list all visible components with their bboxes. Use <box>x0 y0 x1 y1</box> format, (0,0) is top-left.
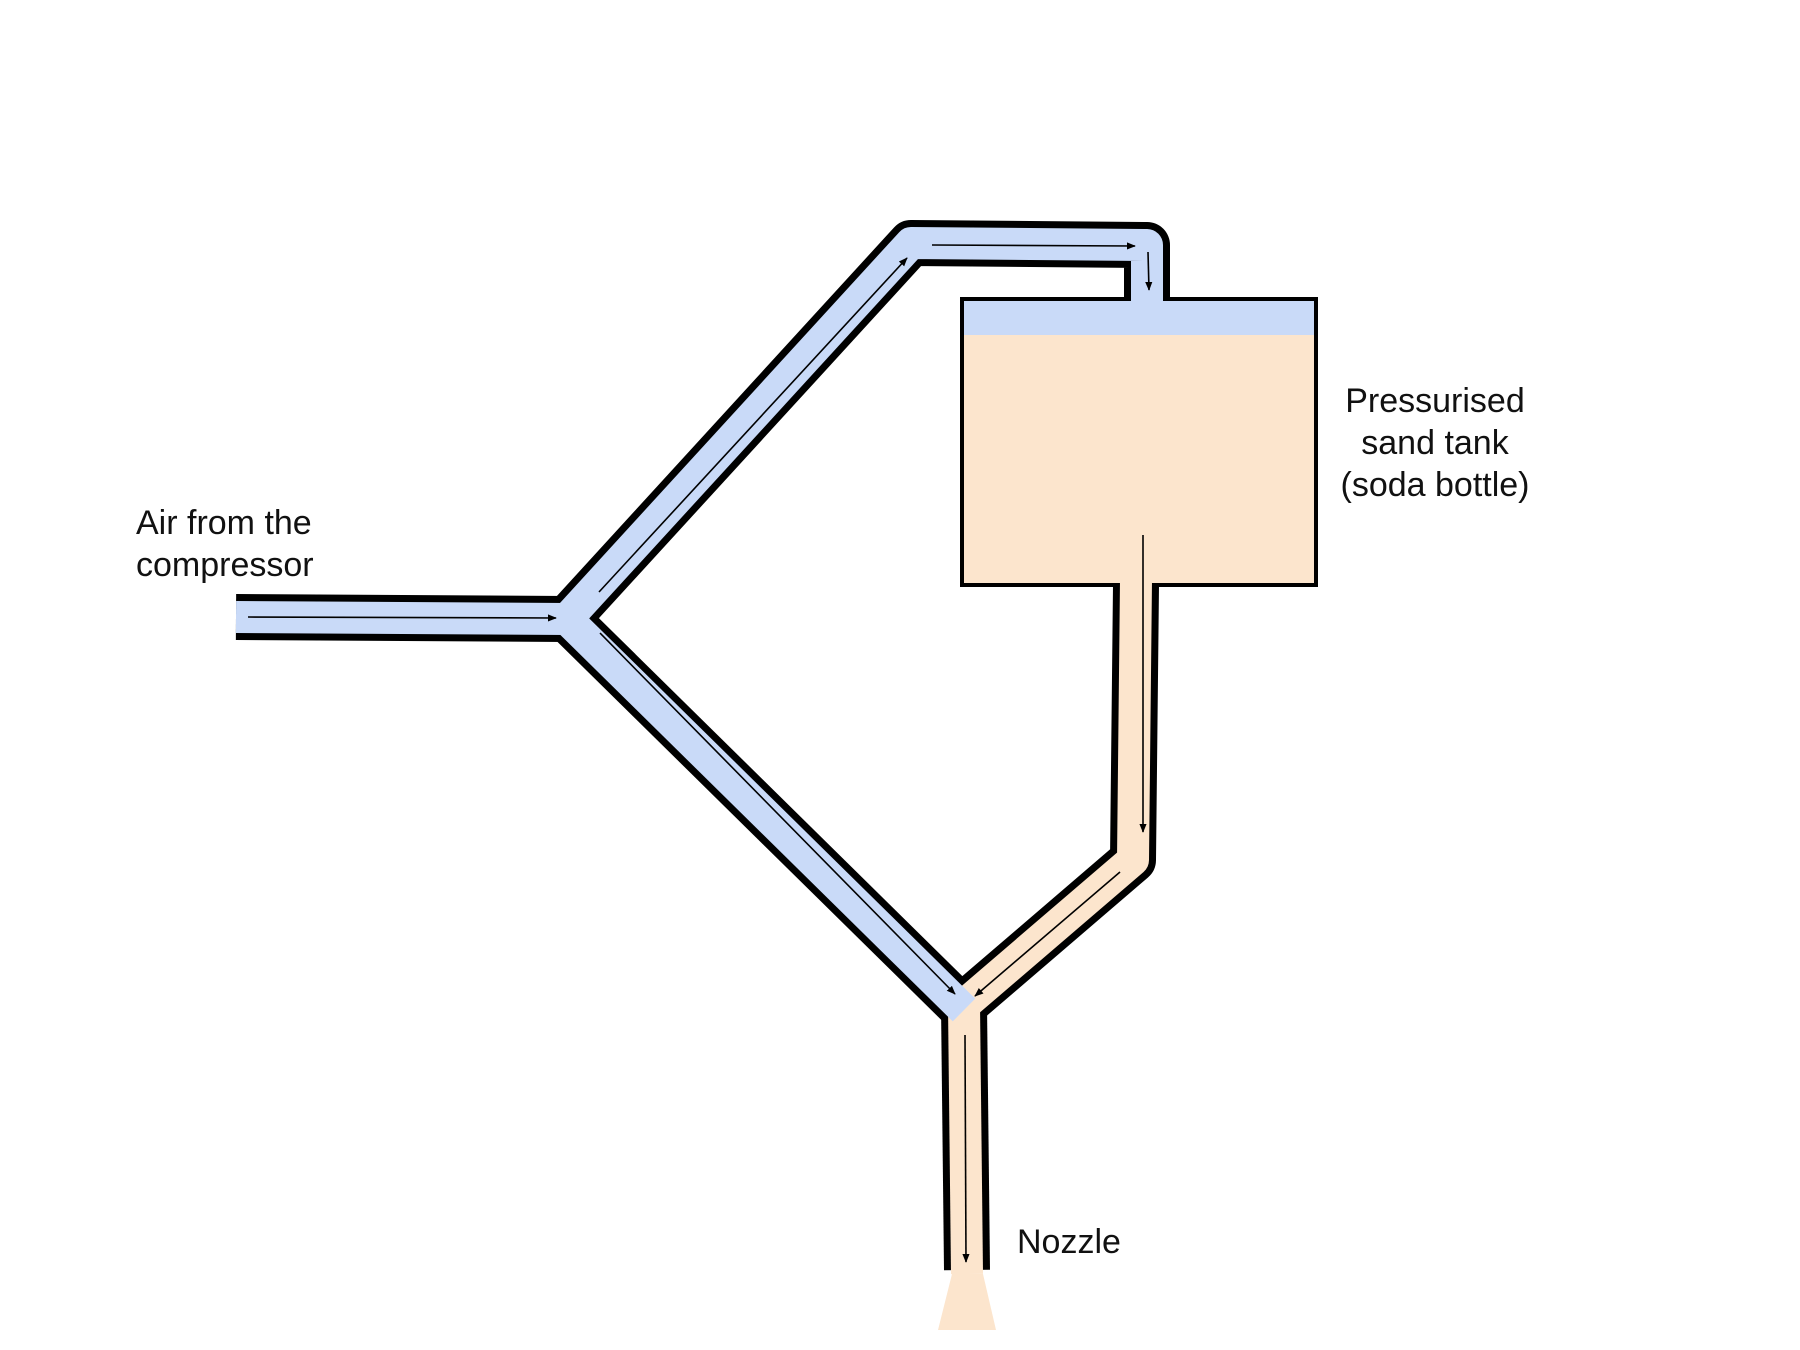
air-source-label: Air from the compressor <box>136 502 314 586</box>
air-source-label-line: Air from the <box>136 504 312 542</box>
tank-label: Pressurised sand tank (soda bottle) <box>1305 380 1565 506</box>
nozzle-spray <box>938 1274 996 1330</box>
flow-arrow-inlet <box>247 614 557 622</box>
flow-arrow-lower-diagonal <box>599 632 956 995</box>
sand-pipe-fill <box>953 579 1152 1018</box>
tank-air-layer <box>962 299 1316 335</box>
flow-arrow-upper-top <box>931 242 1136 250</box>
upper-branch-pipe-fill <box>555 227 1163 630</box>
air-source-label-line: compressor <box>136 546 314 584</box>
flow-arrows <box>247 242 1153 1263</box>
tank-sand-fill <box>962 299 1316 585</box>
flow-arrow-upper-diagonal <box>598 257 908 593</box>
tank-label-line: (soda bottle) <box>1340 466 1530 504</box>
sand-tank <box>960 297 1318 587</box>
flow-arrow-sand-diagonal <box>974 871 1121 997</box>
lower-branch-pipe-fill <box>555 607 976 1022</box>
flow-arrow-upper-down <box>1145 251 1153 291</box>
tank-label-line: Pressurised <box>1345 382 1525 420</box>
flow-arrow-nozzle <box>962 1034 970 1263</box>
nozzle-label: Nozzle <box>1017 1223 1121 1261</box>
tank-label-line: sand tank <box>1361 424 1509 462</box>
